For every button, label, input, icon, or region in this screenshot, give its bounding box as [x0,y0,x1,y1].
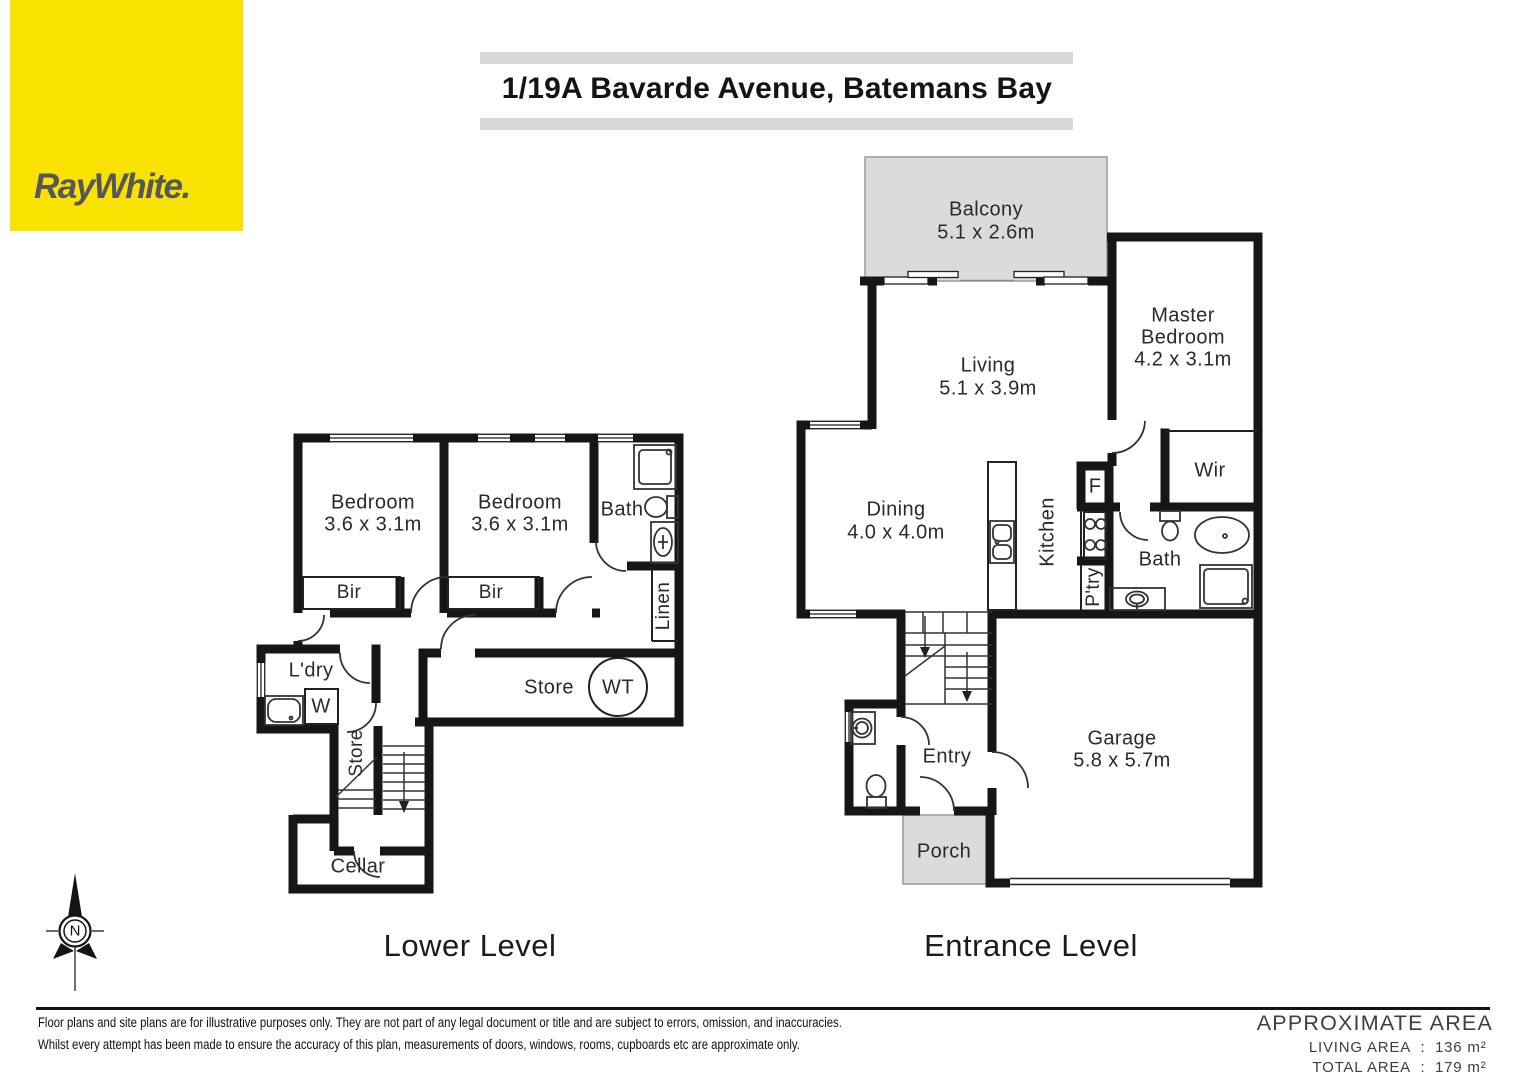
entrance-living-dims: 5.1 x 3.9m [939,377,1037,400]
lower-linen-label: Linen [653,581,674,631]
lower-store-label: Store [524,676,574,699]
lower-level-windows [256,433,633,697]
entrance-wir-label: Wir [1194,459,1226,482]
total-area-row: TOTAL AREA : 179 m² [1257,1059,1493,1076]
entrance-garage-name: Garage [1087,727,1157,750]
lower-water-tank-label: WT [602,676,634,699]
entrance-level-doors [900,420,1149,812]
entrance-master-dims: 4.2 x 3.1m [1134,348,1232,371]
entrance-porch-label: Porch [916,840,972,863]
lower-level-stairs [335,745,425,810]
lower-bedroom1-name: Bedroom [331,491,415,514]
entrance-garage-dims: 5.8 x 5.7m [1073,749,1171,772]
entrance-stairs-arrow-upper [920,647,930,658]
entrance-master-line2: Bedroom [1141,326,1225,349]
lower-bedroom2-dims: 3.6 x 3.1m [471,513,569,536]
entrance-entry-label: Entry [922,745,972,768]
entrance-level-stairs [904,611,992,705]
living-area-value: 136 m² [1435,1039,1487,1056]
entrance-level-windows [810,270,1230,886]
entrance-kitchen-label: Kitchen [1036,497,1059,567]
lower-stairs-down-arrow [399,801,409,813]
entrance-level-caption: Entrance Level [924,928,1138,963]
lower-level-walls [256,433,684,894]
entrance-living-name: Living [960,354,1016,377]
lower-bath-label: Bath [600,498,644,521]
approximate-area-block: APPROXIMATE AREA LIVING AREA : 136 m² TO… [1257,1011,1493,1076]
total-area-colon: : [1420,1059,1426,1076]
entrance-level-walls [796,232,1263,888]
lower-bedroom1-dims: 3.6 x 3.1m [324,513,422,536]
entrance-balcony-name: Balcony [949,198,1023,221]
living-area-row: LIVING AREA : 136 m² [1257,1039,1493,1056]
lower-bir1-label: Bir [336,582,362,603]
living-area-colon: : [1420,1039,1426,1056]
entrance-dining-name: Dining [866,498,926,521]
entrance-stairs-arrow-lower [962,691,972,702]
raywhite-logo-text: RayWhite. [34,167,191,206]
compass-icon [46,873,104,991]
footer-divider [36,1007,1490,1010]
entrance-level-fixtures [850,510,1253,809]
entrance-fridge-label: F [1088,475,1102,498]
outdoor-areas [864,156,1108,885]
header-bar-bottom [480,118,1073,130]
lower-laundry-label: L'dry [288,659,334,682]
raywhite-logo: RayWhite. [10,0,243,231]
entrance-pantry-label: P'try [1083,567,1104,607]
lower-store-under-stairs-label: Store [346,729,367,777]
approximate-area-heading: APPROXIMATE AREA [1256,1011,1493,1035]
lower-level-thin-walls [302,570,679,725]
lower-bir2-label: Bir [478,582,504,603]
entrance-balcony-dims: 5.1 x 2.6m [937,221,1035,244]
lower-cellar-label: Cellar [330,855,386,878]
entrance-dining-dims: 4.0 x 4.0m [847,521,945,544]
entrance-bath-label: Bath [1138,548,1182,571]
disclaimer-line1: Floor plans and site plans are for illus… [38,1015,842,1030]
lower-washer-label: W [311,695,331,718]
total-area-value: 179 m² [1435,1059,1487,1076]
page-title: 1/19A Bavarde Avenue, Batemans Bay [501,72,1053,105]
disclaimer-line2: Whilst every attempt has been made to en… [38,1037,800,1052]
entrance-master-line1: Master [1151,304,1215,327]
total-area-label: TOTAL AREA [1312,1059,1411,1076]
compass-north-label: N [69,922,81,940]
lower-level-doors [297,540,627,878]
lower-bedroom2-name: Bedroom [478,491,562,514]
living-area-label: LIVING AREA [1308,1039,1411,1056]
lower-level-fixtures [264,444,679,726]
entrance-level-thin-walls [987,430,1258,611]
lower-level-caption: Lower Level [383,928,557,963]
header-bar-top [480,52,1073,64]
